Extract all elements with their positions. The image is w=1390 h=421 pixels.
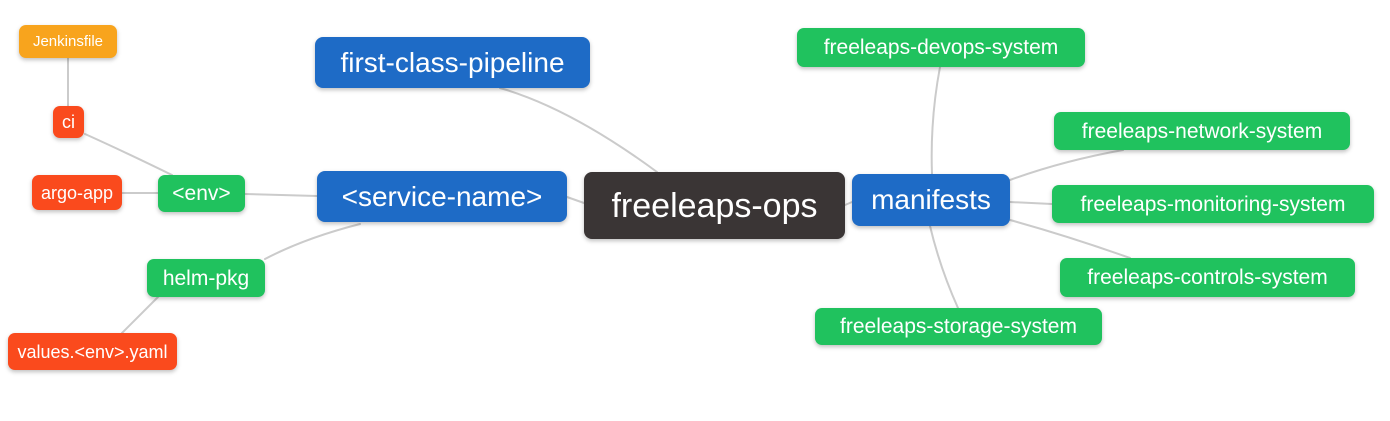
node-env[interactable]: <env>	[158, 175, 245, 212]
edge-env-service-name	[244, 193, 318, 197]
edge-pipeline-ops	[499, 87, 658, 173]
node-freeleaps-devops-system[interactable]: freeleaps-devops-system	[797, 28, 1085, 67]
edge-ci-env	[84, 133, 173, 176]
edge-ops-manifests	[844, 201, 853, 206]
node-jenkinsfile[interactable]: Jenkinsfile	[19, 25, 117, 58]
edge-service-name-helm-pkg	[264, 223, 361, 260]
edge-manifests-network	[1009, 149, 1124, 181]
edge-manifests-storage	[929, 225, 959, 309]
node-freeleaps-controls-system[interactable]: freeleaps-controls-system	[1060, 258, 1355, 297]
node-argo-app[interactable]: argo-app	[32, 175, 122, 210]
edge-service-name-ops	[566, 196, 585, 204]
node-freeleaps-network-system[interactable]: freeleaps-network-system	[1054, 112, 1350, 150]
node-helm-pkg[interactable]: helm-pkg	[147, 259, 265, 297]
edge-helm-pkg-values	[121, 296, 159, 334]
node-freeleaps-storage-system[interactable]: freeleaps-storage-system	[815, 308, 1102, 345]
edge-manifests-devops	[930, 66, 941, 175]
edge-manifests-controls	[1009, 219, 1131, 259]
node-ci[interactable]: ci	[53, 106, 84, 138]
node-freeleaps-ops[interactable]: freeleaps-ops	[584, 172, 845, 239]
node-freeleaps-monitoring-system[interactable]: freeleaps-monitoring-system	[1052, 185, 1374, 223]
node-manifests[interactable]: manifests	[852, 174, 1010, 226]
node-service-name[interactable]: <service-name>	[317, 171, 567, 222]
node-first-class-pipeline[interactable]: first-class-pipeline	[315, 37, 590, 88]
node-values-env-yaml[interactable]: values.<env>.yaml	[8, 333, 177, 370]
edge-manifests-monitoring	[1009, 201, 1053, 205]
